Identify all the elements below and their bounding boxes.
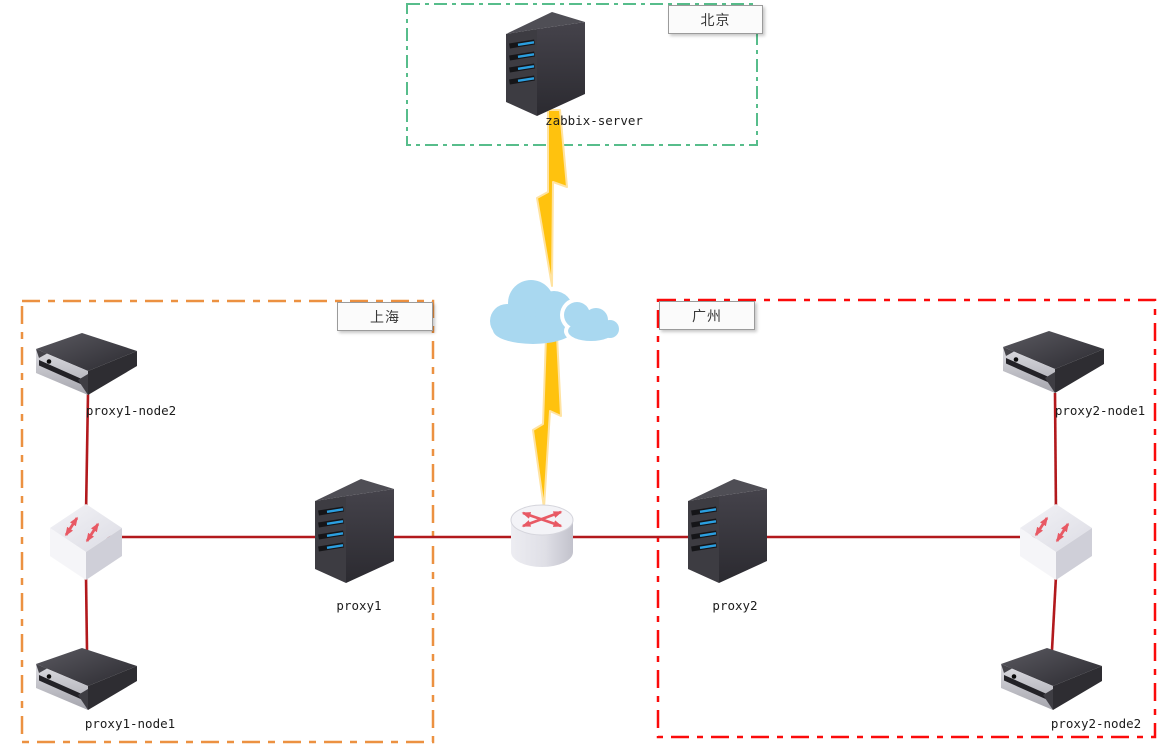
proxy1-node2-label: proxy1-node2 (85, 403, 177, 418)
zabbix-server-label: zabbix-server (545, 113, 643, 128)
link-proxy2-node1-to-switch (1053, 392, 1058, 515)
region-box-shanghai (20, 299, 435, 744)
region-label-guangzhou: 广州 (659, 301, 755, 330)
proxy2-icon (688, 479, 767, 583)
proxy2-node1-label: proxy2-node1 (1054, 403, 1146, 418)
proxy2-node1-icon (1003, 331, 1104, 393)
lightning-links (532, 109, 568, 509)
router-icon (511, 505, 573, 567)
region-label-beijing: 北京 (668, 5, 763, 34)
region-label-shanghai: 上海 (337, 302, 433, 331)
proxy2-node2-label: proxy2-node2 (1050, 716, 1142, 731)
proxy1-node2-icon (36, 333, 137, 395)
proxy2-node2-icon (1001, 648, 1102, 710)
proxy1-node1-icon (36, 648, 137, 710)
proxy1-node1-label: proxy1-node1 (84, 716, 176, 731)
link-switch-to-proxy1-node1 (84, 575, 89, 651)
region-box-beijing (406, 3, 758, 146)
lightning-server-to-cloud-icon (536, 109, 568, 287)
region-box-guangzhou (656, 298, 1157, 739)
proxy1-icon (315, 479, 394, 583)
switch-guangzhou-icon (1020, 504, 1092, 580)
switch-shanghai-icon (50, 504, 122, 580)
zabbix-server-icon (506, 12, 585, 116)
link-proxy1-node2-to-switch (84, 393, 90, 515)
lightning-cloud-to-router-icon (532, 335, 562, 509)
link-switch-to-proxy2-node2 (1050, 575, 1058, 651)
proxy1-label: proxy1 (336, 598, 382, 613)
proxy2-label: proxy2 (712, 598, 758, 613)
internet-cloud-icon (490, 280, 623, 345)
